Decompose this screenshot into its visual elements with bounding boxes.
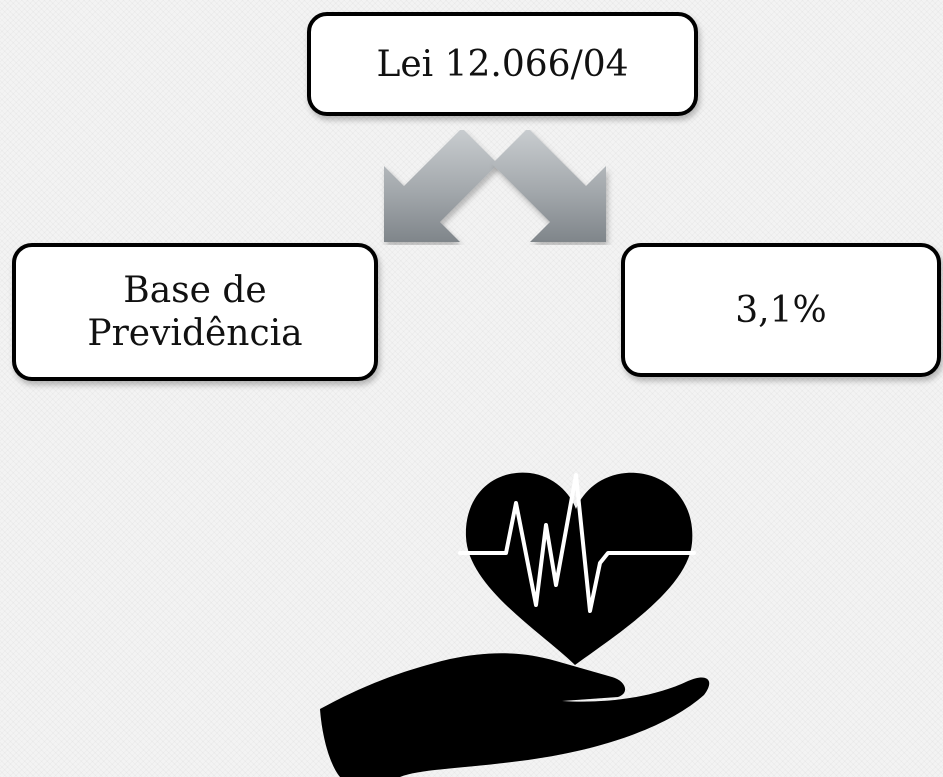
rate-box: 3,1% — [621, 243, 941, 377]
arrow-down-right-icon — [492, 130, 606, 242]
law-label: Lei 12.066/04 — [376, 43, 629, 85]
heartbeat-line — [458, 473, 696, 613]
arrow-down-left-icon — [384, 130, 498, 242]
hand-icon — [320, 653, 710, 777]
hand-holding-heart-heartbeat-icon — [320, 472, 710, 777]
base-previdencia-line1: Base de — [123, 269, 267, 311]
law-box: Lei 12.066/04 — [307, 12, 698, 116]
base-previdencia-line2: Previdência — [87, 313, 303, 354]
heart-icon — [465, 472, 693, 665]
rate-value: 3,1% — [735, 289, 827, 331]
base-previdencia-box: Base de Previdência — [12, 243, 378, 381]
split-arrows — [384, 130, 606, 242]
